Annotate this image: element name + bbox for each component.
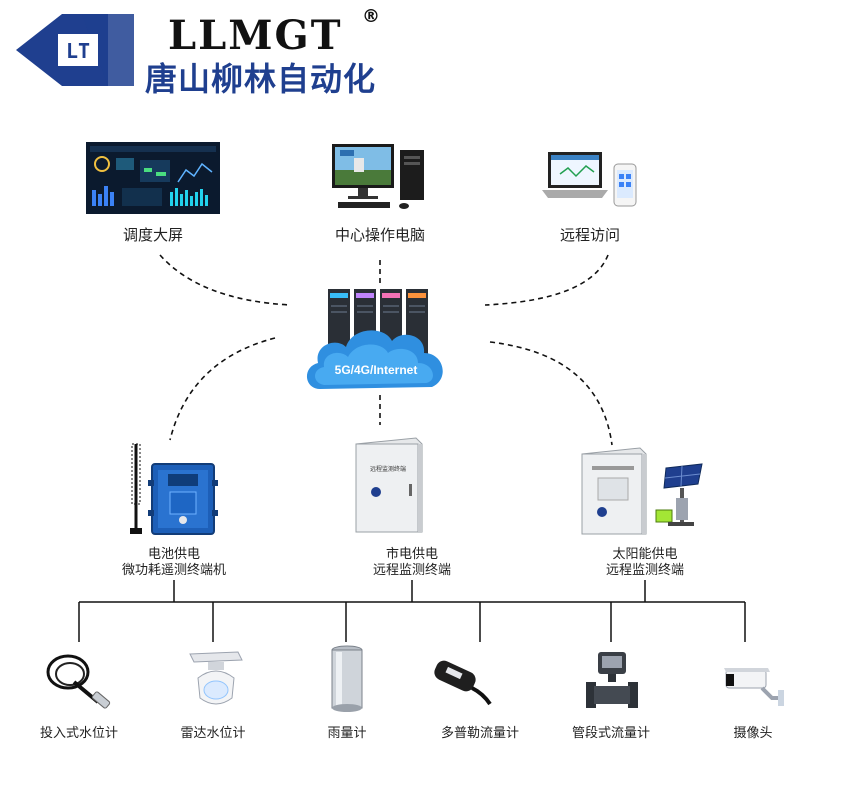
label-submersible-level: 投入式水位计 (39, 726, 118, 741)
laptop-phone-icon (542, 152, 637, 207)
label-doppler-flowmeter: 多普勒流量计 (440, 726, 519, 741)
registered-mark: ® (362, 6, 380, 27)
brand-name-cn: 唐山柳林自动化 (145, 60, 377, 98)
label-pipe-flowmeter: 管段式流量计 (571, 726, 650, 741)
camera-icon (724, 668, 784, 706)
terminal-mains-line1: 市电供电 (385, 547, 438, 562)
rain-gauge-icon (331, 645, 363, 712)
doppler-flowmeter-icon (434, 660, 492, 706)
desktop-computer-icon (332, 144, 424, 209)
solar-cabinet-icon (581, 447, 703, 535)
logo-letters: LT (66, 39, 90, 63)
label-camera: 摄像头 (733, 726, 773, 741)
label-terminal-battery: 电池供电 微功耗遥测终端机 (104, 547, 244, 579)
dispatch-screen-icon (86, 142, 220, 214)
pipe-flowmeter-icon (586, 652, 638, 708)
terminal-mains-line2: 远程监测终端 (372, 563, 451, 578)
label-radar-level: 雷达水位计 (180, 726, 246, 741)
label-dispatch-screen: 调度大屏 (122, 226, 183, 244)
battery-rtu-icon (130, 443, 218, 535)
terminal-solar-line1: 太阳能供电 (612, 547, 678, 562)
label-terminal-solar: 太阳能供电 远程监测终端 (575, 547, 715, 579)
terminal-battery-line2: 微功耗遥测终端机 (121, 563, 226, 578)
terminal-solar-line2: 远程监测终端 (605, 563, 684, 578)
radar-level-icon (189, 651, 243, 705)
label-terminal-mains: 市电供电 远程监测终端 (342, 547, 482, 579)
cloud-server-icon (306, 289, 443, 389)
mains-cabinet-plate: 远程监测终端 (369, 466, 406, 473)
mains-cabinet-icon: 远程监测终端 (352, 436, 426, 536)
submersible-level-icon (46, 654, 111, 709)
company-logo: LT (16, 14, 134, 86)
label-remote-access: 远程访问 (559, 226, 620, 244)
brand-name-en: LLMGT (168, 12, 343, 59)
cloud-label: 5G/4G/Internet (334, 363, 418, 377)
label-desktop-computer: 中心操作电脑 (334, 226, 425, 244)
label-rain-gauge: 雨量计 (327, 726, 367, 741)
terminal-battery-line1: 电池供电 (147, 547, 200, 562)
